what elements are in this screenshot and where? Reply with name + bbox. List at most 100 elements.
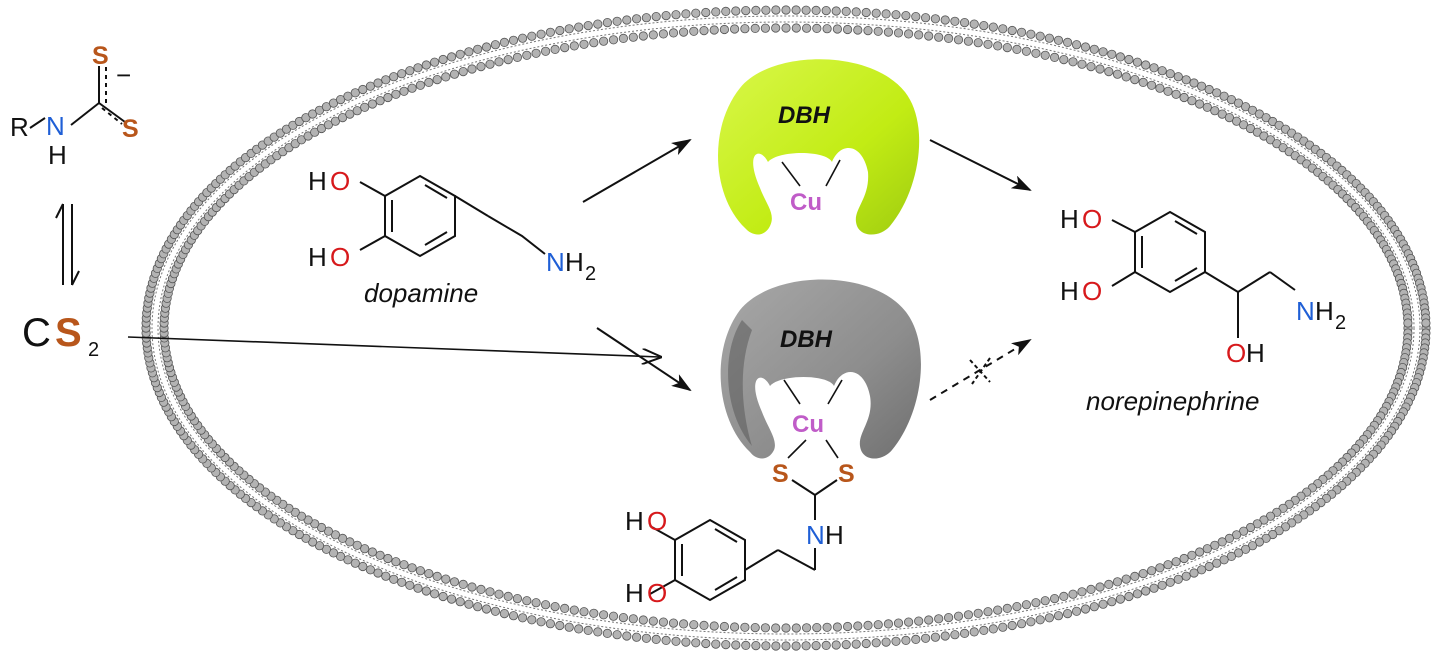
membrane-outer-bead (1107, 49, 1117, 59)
membrane-outer-bead (381, 571, 391, 581)
membrane-outer-bead (343, 555, 353, 565)
membrane-inner-bead (963, 36, 974, 46)
membrane-outer-bead (691, 8, 701, 18)
membrane-inner-bead (1104, 67, 1114, 77)
membrane-outer-bead (1044, 613, 1055, 623)
membrane-inner-bead (1403, 318, 1413, 328)
membrane-outer-bead (446, 594, 457, 604)
membrane-outer-bead (389, 574, 399, 584)
membrane-inner-bead (1050, 593, 1060, 604)
membrane-outer-bead (583, 625, 593, 636)
inhibited-copper-label: Cu (792, 411, 824, 438)
membrane-outer-bead (527, 31, 537, 41)
membrane-inner-bead (569, 605, 579, 615)
membrane-inner-bead (1059, 591, 1069, 602)
membrane-outer-bead (536, 29, 546, 39)
membrane-inner-bead (914, 30, 924, 40)
membrane-inner-bead (943, 33, 954, 44)
membrane-outer-bead (871, 638, 881, 648)
membrane-outer-bead (681, 637, 691, 647)
membrane-outer-bead (413, 583, 423, 593)
membrane-inner-bead (963, 610, 974, 620)
membrane-outer-bead (1063, 37, 1073, 48)
membrane-outer-bead (661, 11, 671, 21)
membrane-outer-bead (851, 639, 861, 649)
membrane-inner-bead (1077, 587, 1087, 597)
membrane-inner-bead (1086, 61, 1096, 72)
membrane-outer-bead (1241, 544, 1251, 554)
membrane-outer-bead (321, 102, 331, 112)
membrane-outer-bead (490, 40, 500, 50)
membrane-inner-bead (1163, 560, 1173, 570)
membrane-inner-bead (522, 596, 532, 606)
membrane-outer-bead (969, 19, 979, 29)
membrane-outer-bead (950, 630, 960, 640)
membrane-outer-bead (1204, 84, 1214, 95)
membrane-outer-bead (1226, 551, 1237, 562)
membrane-inner-bead (1112, 69, 1123, 79)
equilibrium-arrows (55, 203, 80, 286)
membrane-outer-bead (1141, 60, 1151, 70)
membrane-inner-bead (494, 589, 504, 599)
membrane-outer-bead (1181, 571, 1191, 581)
membrane-outer-bead (508, 611, 519, 621)
membrane-outer-bead (911, 634, 921, 645)
norepi-ho-bottom-o: O (1082, 276, 1102, 306)
membrane-outer-bead (455, 49, 465, 59)
membrane-outer-bead (389, 72, 399, 82)
membrane-inner-bead (560, 42, 570, 53)
membrane-inner-bead (771, 23, 781, 33)
membrane-outer-bead (1098, 47, 1108, 57)
nitrogen-label: N (46, 111, 65, 141)
membrane-inner-bead (1012, 601, 1022, 612)
membrane-inner-bead (1187, 550, 1197, 560)
dopamine-ho-top-o: O (330, 166, 350, 196)
membrane-outer-bead (721, 639, 731, 650)
membrane-outer-bead (841, 639, 851, 650)
cs2-carbon: C (22, 311, 51, 355)
membrane-outer-bead (901, 635, 911, 646)
membrane-inner-bead (579, 607, 589, 617)
membrane-outer-bead (350, 88, 360, 98)
membrane-outer-bead (741, 6, 751, 16)
membrane-inner-bead (638, 31, 648, 41)
membrane-outer-bead (1124, 591, 1134, 602)
membrane-inner-bead (1163, 86, 1173, 96)
membrane-inner-bead (863, 620, 873, 631)
dopamine-ho-bottom-o: O (330, 242, 350, 272)
membrane-outer-bead (791, 5, 801, 15)
membrane-inner-bead (699, 620, 709, 631)
membrane-inner-bead (503, 591, 513, 602)
membrane-inner-bead (1021, 46, 1032, 56)
membrane-inner-bead (1104, 579, 1114, 590)
membrane-inner-bead (1112, 577, 1123, 587)
membrane-inner-bead (973, 608, 983, 618)
membrane-outer-bead (701, 7, 711, 18)
membrane-inner-bead (771, 623, 781, 633)
membrane-outer-bead (701, 638, 711, 649)
sulfur-top-label: S (92, 42, 109, 70)
membrane-inner-bead (1217, 109, 1227, 119)
membrane-inner-bead (1171, 89, 1181, 99)
membrane-inner-bead (924, 615, 934, 625)
active-copper-label: Cu (790, 189, 822, 216)
membrane-outer-bead (1212, 558, 1222, 568)
membrane-outer-bead (731, 6, 741, 16)
membrane-outer-bead (1044, 33, 1055, 43)
membrane-outer-bead (1421, 318, 1431, 328)
membrane-outer-bead (781, 5, 791, 15)
membrane-inner-bead (903, 29, 914, 39)
membrane-inner-bead (689, 26, 699, 36)
membrane-outer-bead (564, 24, 574, 34)
membrane-outer-bead (583, 21, 593, 31)
membrane-inner-bead (648, 616, 658, 626)
membrane-outer-bead (861, 7, 871, 18)
membrane-inner-bead (1040, 50, 1050, 60)
membrane-outer-bead (350, 558, 360, 568)
membrane-outer-bead (421, 586, 431, 596)
membrane-inner-bead (415, 80, 425, 90)
membrane-inner-bead (1086, 584, 1096, 595)
membrane-inner-bead (973, 38, 983, 48)
membrane-inner-bead (822, 622, 832, 632)
active-to-norepinephrine-arrow (929, 139, 1032, 191)
